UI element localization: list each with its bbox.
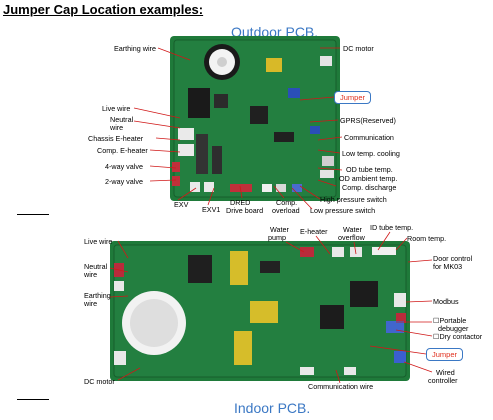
label-neutral-wire-2: wire: [110, 123, 124, 132]
label-neutral-wire-1: Neutral: [110, 115, 134, 124]
label-communication-wire: Communication wire: [308, 382, 374, 391]
label-two-way-valve: 2-way valve: [105, 177, 143, 186]
label-low-pressure-switch: Low pressure switch: [310, 206, 376, 215]
label-dry-contactor: ☐Dry contactor: [433, 332, 483, 341]
separator-rule: [17, 214, 49, 215]
label-indoor-neutral-1: Neutral: [84, 262, 108, 271]
label-comp-heater: Comp. E-heater: [97, 146, 148, 155]
label-room-temp: Room temp.: [407, 234, 447, 243]
label-door-control-2: for MK03: [433, 262, 463, 271]
label-gprs: GPRS(Reserved): [340, 116, 396, 125]
label-indoor-earthing-2: wire: [84, 299, 98, 308]
label-earthing-wire: Earthing wire: [114, 44, 156, 53]
indoor-pcb-image: [110, 241, 410, 381]
label-high-pressure-switch: High pressure switch: [320, 195, 387, 204]
label-indoor-live-wire: Live wire: [84, 237, 113, 246]
label-wired-controller-2: controller: [428, 376, 458, 385]
label-id-tube-temp: ID tube temp.: [370, 223, 414, 232]
label-water-overflow-1: Water: [343, 225, 362, 234]
label-od-tube-temp: OD tube temp.: [346, 165, 393, 174]
label-chassis-heater: Chassis E-heater: [88, 134, 144, 143]
label-comp: Comp.: [276, 198, 298, 207]
label-indoor-dc-motor: DC motor: [84, 377, 115, 386]
label-water-overflow-2: overflow: [338, 233, 365, 242]
label-water-pump-2: pump: [268, 233, 286, 242]
label-wired-controller-1: Wired: [436, 368, 455, 377]
label-modbus: Modbus: [433, 297, 459, 306]
page-title: Jumper Cap Location examples:: [3, 2, 204, 17]
label-portable-debugger-2: debugger: [438, 324, 469, 333]
label-e-heater: E-heater: [300, 227, 328, 236]
label-drive-board: Drive board: [226, 206, 264, 215]
label-exv1: EXV1: [202, 205, 221, 214]
label-overload: overload: [272, 206, 300, 215]
label-door-control-1: Door control: [433, 254, 473, 263]
label-indoor-earthing-1: Earthing: [84, 291, 111, 300]
label-four-way-valve: 4-way valve: [105, 162, 143, 171]
label-low-temp-cooling: Low temp. cooling: [342, 149, 400, 158]
label-comp-discharge: Comp. discharge: [342, 183, 397, 192]
label-portable-debugger-1: ☐Portable: [433, 316, 467, 325]
indoor-jumper-tag: Jumper: [426, 348, 464, 361]
outdoor-jumper-tag: Jumper: [334, 91, 372, 104]
label-dred: DRED: [230, 198, 251, 207]
separator-rule: [17, 399, 49, 400]
indoor-pcb-title: Indoor PCB.: [234, 400, 311, 416]
label-communication: Communication: [344, 133, 394, 142]
label-od-ambient-temp: OD ambient temp.: [339, 174, 398, 183]
outdoor-pcb-image: [170, 36, 340, 201]
label-exv: EXV: [174, 200, 189, 209]
label-live-wire: Live wire: [102, 104, 131, 113]
label-indoor-neutral-2: wire: [84, 270, 98, 279]
label-dc-motor: DC motor: [343, 44, 374, 53]
label-water-pump-1: Water: [270, 225, 289, 234]
